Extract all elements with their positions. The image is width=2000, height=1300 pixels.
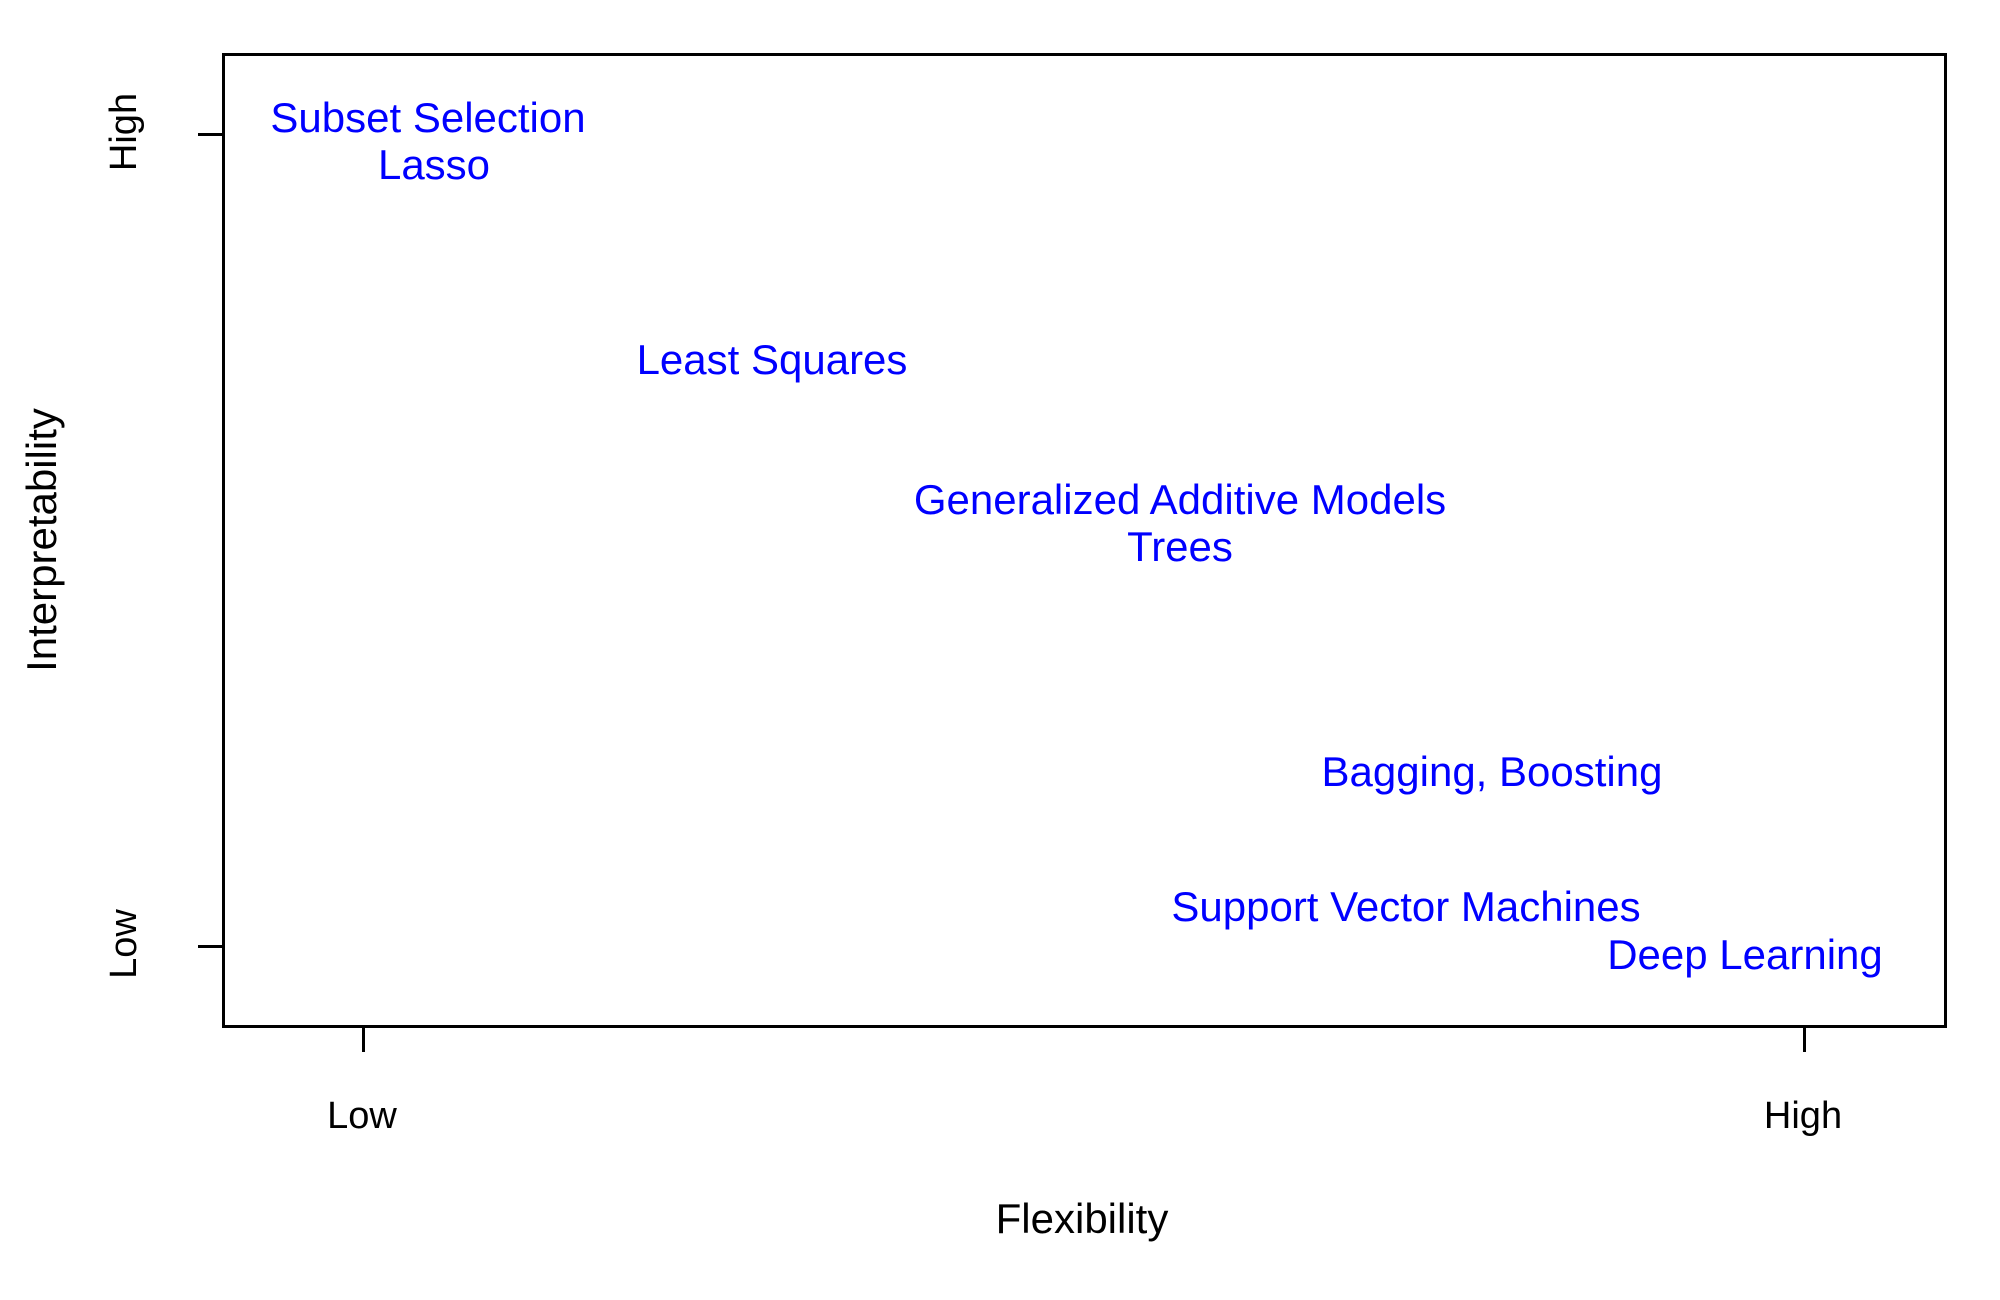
plot-area bbox=[222, 53, 1947, 1028]
data-label-generalized-additive-models: Generalized Additive Models bbox=[913, 476, 1447, 523]
y-tick-label-low: Low bbox=[103, 909, 145, 979]
y-tick-mark-high bbox=[198, 133, 222, 136]
y-tick-mark-low bbox=[198, 945, 222, 948]
x-tick-mark-high bbox=[1803, 1028, 1806, 1052]
data-label-lasso: Lasso bbox=[377, 141, 491, 188]
data-label-subset-selection: Subset Selection bbox=[270, 94, 586, 141]
y-axis-title: Interpretability bbox=[18, 408, 65, 672]
x-tick-label-low: Low bbox=[327, 1095, 397, 1137]
data-label-deep-learning: Deep Learning bbox=[1607, 931, 1883, 978]
x-tick-label-high: High bbox=[1763, 1095, 1843, 1137]
x-axis-title: Flexibility bbox=[995, 1195, 1169, 1242]
y-tick-label-high: High bbox=[103, 92, 145, 172]
data-label-trees: Trees bbox=[1127, 523, 1233, 570]
x-tick-mark-low bbox=[362, 1028, 365, 1052]
data-label-bagging-boosting: Bagging, Boosting bbox=[1321, 748, 1663, 795]
data-label-least-squares: Least Squares bbox=[636, 336, 908, 383]
data-label-support-vector-machines: Support Vector Machines bbox=[1171, 883, 1641, 930]
